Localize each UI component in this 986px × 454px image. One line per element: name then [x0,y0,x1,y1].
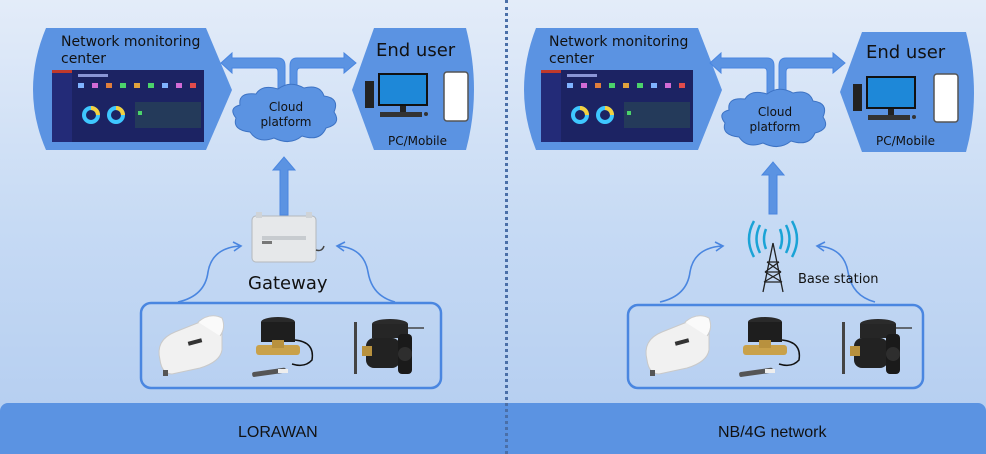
valve-flow-meter-icon [842,319,912,374]
cloud-icon [721,88,827,147]
cloud-label-line1: Cloud [757,105,793,119]
up-arrow-icon [271,156,297,216]
panel-divider [505,0,508,454]
mobile-phone-icon [443,71,469,122]
curved-arrow-right [817,245,876,303]
panel-lorawan [33,28,474,390]
cloud-label-line2: platform [749,120,801,134]
base-station-icon [747,220,799,293]
smart-water-meter-icon [645,315,712,376]
cloud-label-line1: Cloud [268,100,304,114]
curved-arrow-left [659,245,723,303]
mobile-phone-icon [933,73,959,123]
network-label-nb4g: NB/4G network [718,424,827,441]
dashboard-screenshot-icon [541,70,693,142]
network-label-lorawan: LORAWAN [238,424,318,441]
valve-flow-meter-icon [354,319,424,374]
cloud-icon [232,83,338,142]
dashboard-screenshot-icon [52,70,204,142]
pc-icon [853,76,916,120]
monitoring-center-title: Network monitoring center [61,34,201,67]
bidirectional-arrow-icon [220,51,357,101]
gateway-label: Gateway [248,273,328,294]
end-user-title: End user [376,40,456,61]
monitoring-center-title: Network monitoring center [549,34,689,67]
end-user-caption: PC/Mobile [876,134,936,148]
end-user-title: End user [866,42,946,63]
curved-arrow-left [177,245,241,303]
up-arrow-icon [760,161,786,215]
devices-box [139,301,443,390]
pc-icon [365,73,428,117]
base-station-label: Base station [798,272,879,287]
end-user-caption: PC/Mobile [388,134,448,148]
cloud-label-line2: platform [260,115,312,129]
devices-box [626,303,925,390]
curved-arrow-right [337,245,396,303]
panel-nb4g [524,28,974,390]
gateway-icon [251,212,325,263]
wireless-water-meter-icon [252,317,314,377]
network-type-bar [0,403,986,454]
wireless-water-meter-icon [739,317,801,377]
bidirectional-arrow-icon [709,51,846,101]
smart-water-meter-icon [158,315,225,376]
